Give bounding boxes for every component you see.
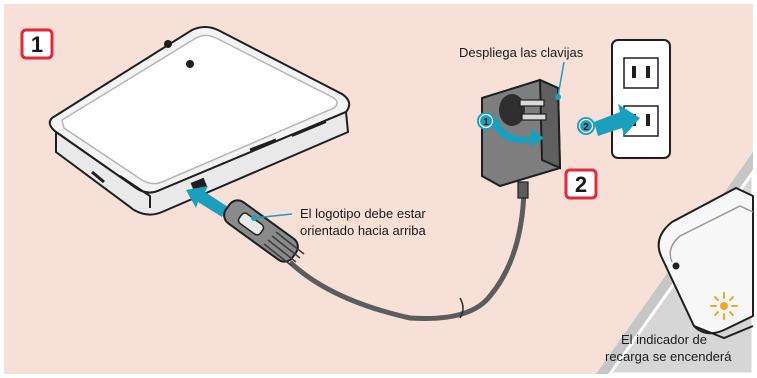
insert-arrow-icon (186, 186, 228, 217)
substep-1-marker: 1 (477, 112, 495, 130)
step-1-number: 1 (31, 32, 43, 57)
plug-in-arrow-icon (594, 104, 640, 136)
substep-2-marker: 2 (577, 117, 595, 135)
wall-outlet (611, 39, 671, 159)
ac-adapter (481, 78, 562, 199)
charge-indicator-inset: El indicador de recarga se encenderá (596, 152, 755, 376)
cable-break-mark (459, 297, 464, 319)
rotate-arrow-icon (492, 118, 544, 148)
substep-2-number: 2 (583, 122, 589, 133)
console-illustration (48, 26, 351, 216)
plug-connector (223, 199, 305, 267)
charger-cable (288, 189, 527, 321)
step-1-badge: 1 (20, 28, 54, 60)
indicator-label-line2: recarga se encenderá (605, 349, 732, 364)
logo-orientation-line1: El logotipo debe estar (300, 206, 426, 221)
step-2-badge: 2 (564, 168, 598, 200)
prongs-label: Despliega las clavijas (459, 45, 584, 60)
substep-1-number: 1 (483, 117, 489, 128)
indicator-label-line1: El indicador de (621, 332, 707, 347)
step-2-number: 2 (575, 172, 587, 197)
logo-orientation-line2: orientado hacia arriba (300, 223, 427, 238)
charge-indicator-glow-icon (710, 292, 738, 320)
